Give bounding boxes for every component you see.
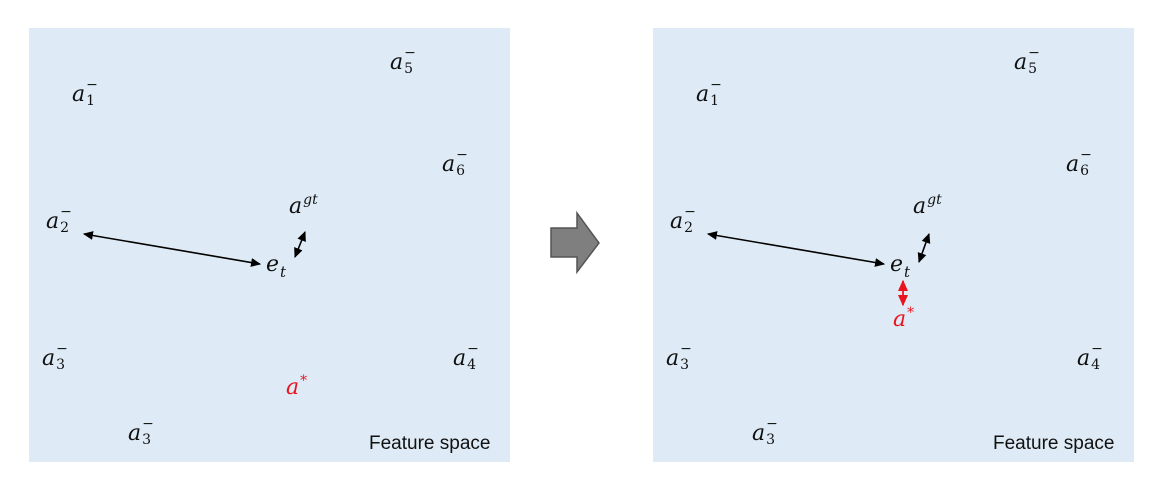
next-arrow-icon <box>550 210 600 275</box>
anchor-a6-left: a−6 <box>442 147 468 179</box>
arrow-et-to-agt-right <box>917 232 931 264</box>
arrow-et-to-a2-right <box>706 231 886 267</box>
arrow-et-to-agt-left <box>294 230 306 259</box>
anchor-astar-right: a* <box>893 305 915 332</box>
caption-feature-space-right: Feature space <box>993 433 1115 454</box>
anchor-agt-right: agt <box>913 192 942 219</box>
anchor-astar-left: a* <box>286 373 308 400</box>
anchor-a6-right: a−6 <box>1066 147 1092 179</box>
anchor-a3-right-upper: a−3 <box>666 341 692 373</box>
arrow-et-to-a2-left <box>82 231 262 267</box>
anchor-a1-left: a−1 <box>72 77 98 109</box>
caption-feature-space-left: Feature space <box>369 433 491 454</box>
anchor-agt-left: agt <box>289 192 318 219</box>
anchor-a3-right-lower: a−3 <box>752 416 778 448</box>
embedding-et-left: et <box>266 252 287 281</box>
anchor-a4-right: a−4 <box>1077 341 1103 373</box>
anchor-a2-right: a−2 <box>670 204 696 236</box>
anchor-a4-left: a−4 <box>453 341 479 373</box>
anchor-a3-left-lower: a−3 <box>128 416 154 448</box>
anchor-a3-left-upper: a−3 <box>42 341 68 373</box>
anchor-a1-right: a−1 <box>696 77 722 109</box>
embedding-et-right: et <box>890 252 911 281</box>
anchor-a5-right: a−5 <box>1014 45 1040 77</box>
anchor-a5-left: a−5 <box>390 45 416 77</box>
anchor-a2-left: a−2 <box>46 204 72 236</box>
